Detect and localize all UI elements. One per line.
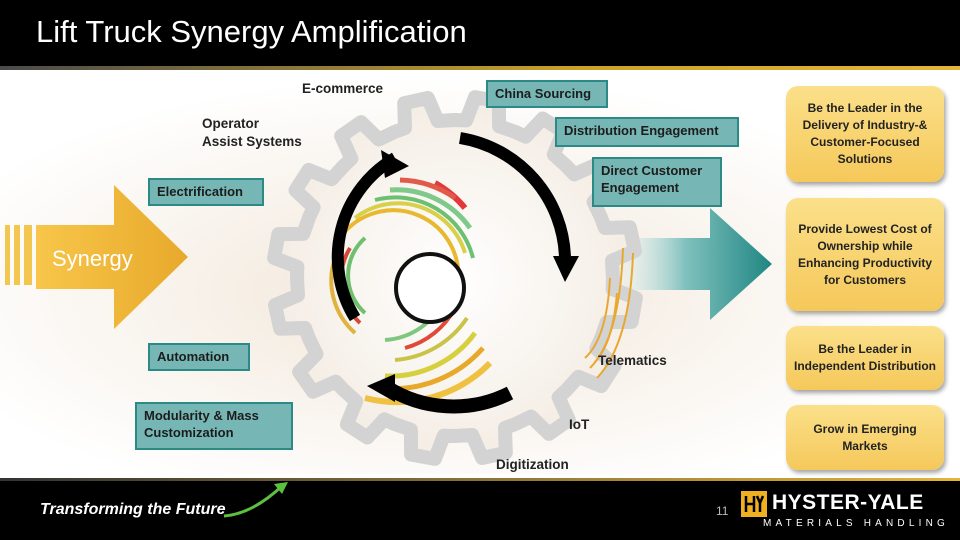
page-number: 11 (716, 504, 729, 518)
output-arrow (600, 208, 772, 320)
swirl-rings (329, 177, 493, 405)
synergy-gear (267, 90, 643, 466)
goal-emerging-markets: Grow in Emerging Markets (786, 405, 944, 470)
box-electrification: Electrification (148, 178, 264, 206)
header-accent-line (0, 66, 960, 70)
footer-accent-line (0, 478, 960, 481)
label-telematics: Telematics (598, 353, 667, 368)
modularity-line2: Customization (144, 425, 234, 440)
goal-independent-distribution: Be the Leader in Independent Distributio… (786, 326, 944, 390)
slide-title: Lift Truck Synergy Amplification (36, 14, 467, 49)
modularity-line1: Modularity & Mass (144, 408, 259, 423)
label-operator-line2: Assist Systems (202, 134, 302, 149)
telematics-signal-lines (584, 247, 634, 379)
swoosh-icon (223, 482, 288, 518)
box-distribution-engagement: Distribution Engagement (555, 117, 739, 147)
label-ecommerce: E-commerce (302, 81, 384, 96)
synergy-arrow (5, 185, 188, 329)
footer-tagline: Transforming the Future (40, 501, 226, 518)
box-automation: Automation (148, 343, 250, 371)
synergy-label: Synergy (52, 246, 133, 271)
label-digitization: Digitization (496, 457, 569, 472)
header-bar: Lift Truck Synergy Amplification (0, 0, 960, 70)
logo-mark-icon (741, 491, 767, 517)
footer-bar: Transforming the Future 11 HYSTER-YALE M… (0, 478, 960, 540)
goal-leader-solutions: Be the Leader in the Delivery of Industr… (786, 86, 944, 182)
box-china-sourcing: China Sourcing (486, 80, 608, 108)
direct-customer-line2: Engagement (601, 180, 680, 195)
direct-customer-line1: Direct Customer (601, 163, 703, 178)
label-iot: IoT (569, 417, 590, 432)
logo-wordmark: HYSTER-YALE (772, 491, 924, 514)
logo-subtitle: MATERIALS HANDLING (763, 518, 949, 529)
rotation-arrows (331, 132, 579, 414)
goal-lowest-cost: Provide Lowest Cost of Ownership while E… (786, 198, 944, 311)
box-modularity: Modularity & Mass Customization (135, 402, 293, 450)
box-direct-customer-engagement: Direct Customer Engagement (592, 157, 722, 207)
label-operator-line1: Operator (202, 116, 260, 131)
label-operator-assist: Operator Assist Systems (202, 115, 302, 151)
